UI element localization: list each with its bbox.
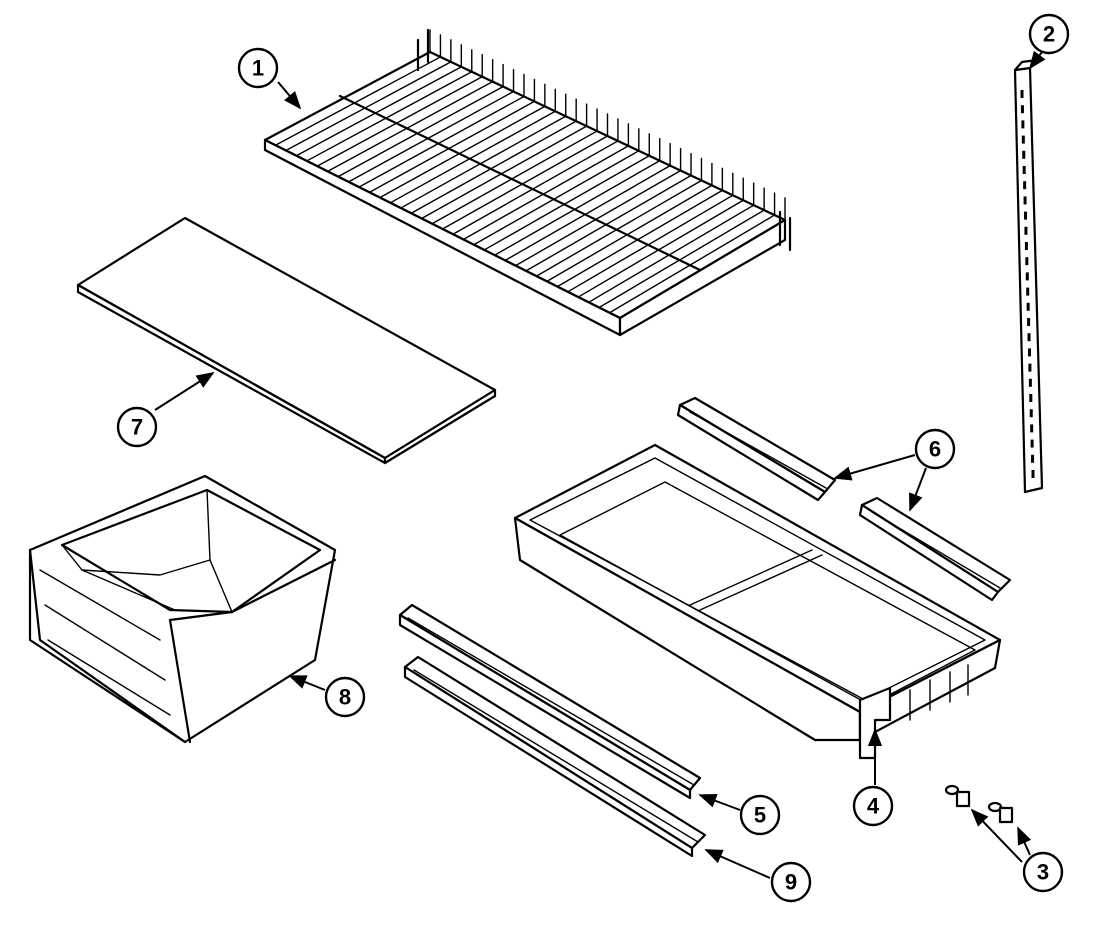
rail-slot xyxy=(1031,454,1035,463)
callout-label: 2 xyxy=(1043,22,1055,47)
side-rail-upper xyxy=(398,603,702,800)
shelf-wire xyxy=(326,80,494,173)
shelf-wire xyxy=(347,90,515,183)
shelf-wire xyxy=(619,219,786,319)
shelf-wire xyxy=(264,51,431,141)
shelf-wire xyxy=(535,179,703,277)
shelf-wire xyxy=(525,174,692,272)
shelf-wire xyxy=(504,164,671,262)
rail-slot xyxy=(1028,363,1032,372)
rail-slot xyxy=(1020,90,1024,98)
shelf-wire xyxy=(473,150,640,246)
callout-5: 5 xyxy=(739,794,781,836)
callout-3: 3 xyxy=(1022,851,1064,893)
callout-4: 4 xyxy=(852,785,894,827)
shelf-wire xyxy=(316,76,483,167)
shelf-wire xyxy=(368,100,536,194)
shelf-wire xyxy=(608,214,776,314)
rail-slot xyxy=(1024,226,1028,235)
callout-label: 4 xyxy=(867,794,880,819)
shelf-wire xyxy=(337,85,504,178)
callout-8: 8 xyxy=(324,676,366,718)
rail-slot xyxy=(1024,242,1028,250)
rail-slot xyxy=(1025,257,1029,266)
shelf-wire xyxy=(514,169,682,267)
crisper-cover-frame xyxy=(513,443,1002,760)
rail-slot xyxy=(1027,333,1031,342)
callout-label: 3 xyxy=(1037,860,1049,885)
shelf-wire xyxy=(587,204,755,303)
side-rail-lower xyxy=(403,655,707,858)
shelf-wire xyxy=(410,120,577,214)
shelf-wire xyxy=(400,115,567,209)
screw-upper xyxy=(987,801,1014,824)
shelf-wire xyxy=(389,110,556,204)
shelf-wire xyxy=(452,140,619,235)
shelf-wire xyxy=(441,135,609,230)
screw-lower xyxy=(944,784,971,808)
rail-slot xyxy=(1020,105,1024,114)
rail-slot xyxy=(1021,120,1025,129)
shelf-wire xyxy=(295,66,463,157)
shelf-wire xyxy=(431,130,598,225)
rail-slot xyxy=(1026,287,1030,296)
shelf-wire xyxy=(556,189,724,288)
shelf-wire xyxy=(546,184,713,283)
callout-label: 1 xyxy=(252,56,264,81)
callout-6: 6 xyxy=(914,428,956,470)
rail-slot xyxy=(1023,181,1027,190)
shelf-wire xyxy=(306,71,473,162)
glass-shelf xyxy=(76,216,497,465)
callout-1: 1 xyxy=(237,47,279,89)
callout-9: 9 xyxy=(770,861,812,903)
shelf-wire xyxy=(494,160,661,256)
callout-label: 8 xyxy=(339,685,351,710)
rail-slot xyxy=(1028,378,1032,387)
shelf-wire xyxy=(483,155,650,251)
shelf-wire xyxy=(462,145,630,241)
wire-shelf xyxy=(263,28,792,337)
callout-label: 9 xyxy=(785,870,797,895)
callout-2: 2 xyxy=(1028,13,1070,55)
rail-slot xyxy=(1022,166,1026,174)
rail-slot xyxy=(1029,394,1033,402)
rail-slot xyxy=(1022,150,1026,159)
shelf-wire xyxy=(567,194,734,293)
callout-7: 7 xyxy=(116,406,158,448)
shelf-wire xyxy=(577,199,744,298)
rail-slot xyxy=(1024,211,1028,220)
shelf-wire xyxy=(420,125,588,220)
shelf-wire xyxy=(598,209,765,309)
rail-slot xyxy=(1031,470,1035,478)
rail-slot xyxy=(1026,302,1030,311)
rail-slot xyxy=(1030,424,1034,433)
callout-label: 5 xyxy=(754,803,766,828)
rail-slot xyxy=(1027,348,1031,357)
shelf-wire xyxy=(285,61,452,152)
rail-slot xyxy=(1023,196,1027,205)
rail-slot xyxy=(1021,135,1025,144)
shelf-wire xyxy=(274,56,442,146)
crisper-drawer xyxy=(28,474,337,744)
shelf-wire xyxy=(379,105,546,199)
rail-slot xyxy=(1025,272,1029,281)
rail-slot xyxy=(1027,318,1031,326)
callout-label: 6 xyxy=(929,437,941,462)
rail-slot xyxy=(1030,439,1034,448)
shelf-wire xyxy=(358,95,525,188)
rail-slot xyxy=(1029,409,1033,418)
shelf-rail xyxy=(1013,58,1044,494)
cover-rail-short xyxy=(676,396,1012,602)
leader-lines xyxy=(154,50,1046,879)
callout-label: 7 xyxy=(131,415,143,440)
